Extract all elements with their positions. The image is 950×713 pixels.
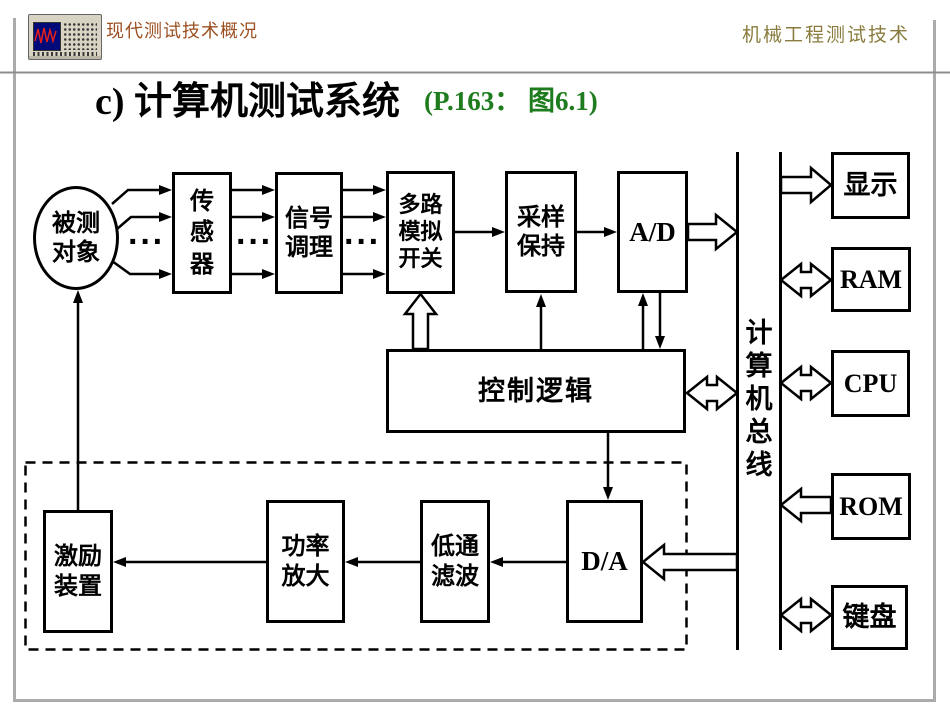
title-text: c) 计算机测试系统 <box>95 81 401 123</box>
page-title: c) 计算机测试系统 (P.163： 图6.1) <box>95 70 598 125</box>
hollow-arrow-control-bus-bidir <box>684 374 740 412</box>
computer-bus-lines <box>736 152 782 650</box>
arrow-exciter-to-object <box>73 290 83 510</box>
node-sensor: 传 感 器 <box>172 172 232 294</box>
arrow-control-to-dac <box>603 433 613 500</box>
node-adc: A/D <box>617 171 688 293</box>
arrow-signal-to-mux-3 <box>343 269 386 279</box>
node-rom: ROM <box>831 473 911 540</box>
arrow-lowpass-to-amp <box>345 557 420 567</box>
arrow-amp-to-exciter <box>113 557 266 567</box>
arrow-object-to-sensor-3 <box>111 259 172 279</box>
ellipsis-dots-2: ··· <box>236 223 273 261</box>
instrument-buttons <box>63 22 97 50</box>
node-display: 显示 <box>831 152 910 219</box>
arrow-control-to-adc <box>638 293 648 349</box>
node-cpu: CPU <box>831 350 910 417</box>
arrow-sensor-to-signal-3 <box>232 269 275 279</box>
arrow-object-to-sensor-1 <box>111 185 172 205</box>
hollow-arrow-ram-bus-bidir <box>778 261 834 299</box>
arrow-object-to-sensor-2 <box>116 212 172 230</box>
node-sample-hold: 采样 保持 <box>505 171 577 293</box>
instrument-icon <box>28 14 102 60</box>
node-ram: RAM <box>831 247 911 312</box>
hollow-arrow-control-to-mux <box>402 291 439 351</box>
arrow-signal-to-mux-2 <box>343 212 386 222</box>
hollow-arrow-adc-to-bus <box>686 212 739 252</box>
node-measured-object: 被测 对象 <box>33 186 119 290</box>
header-left-title: 现代测试技术概况 <box>106 21 258 41</box>
node-exciter: 激励 装置 <box>43 510 113 633</box>
node-dac: D/A <box>566 500 643 623</box>
arrow-sensor-to-signal-2 <box>232 212 275 222</box>
instrument-button-strip <box>33 52 97 56</box>
hollow-arrow-keyboard-bus-bidir <box>778 596 834 634</box>
title-page-ref: (P.163： 图6.1) <box>424 86 598 116</box>
node-power-amplifier: 功率 放大 <box>266 500 345 623</box>
slide-frame <box>13 18 936 702</box>
arrow-signal-to-mux-1 <box>343 185 386 195</box>
hollow-arrow-rom-to-bus <box>778 486 833 524</box>
signal-arrows <box>73 185 665 567</box>
instrument-screen <box>33 22 61 51</box>
computer-bus-label: 计 算 机 总 线 <box>745 318 773 480</box>
node-lowpass-filter: 低通 滤波 <box>420 500 490 623</box>
ellipsis-dots-3: ··· <box>344 223 381 261</box>
hollow-arrow-bus-to-display <box>779 165 833 205</box>
hollow-arrow-bus-to-dac <box>641 542 739 582</box>
arrow-sensor-to-signal-1 <box>232 185 275 195</box>
arrow-mux-to-samplehold <box>455 227 505 237</box>
arrow-adc-to-control <box>655 293 665 349</box>
node-signal-conditioning: 信号 调理 <box>275 172 343 294</box>
arrow-samplehold-to-adc <box>577 227 617 237</box>
header-right-title: 机械工程测试技术 <box>741 25 910 46</box>
node-keyboard: 键盘 <box>831 585 908 650</box>
arrow-control-to-samplehold <box>536 294 546 349</box>
bus-arrows <box>402 165 834 634</box>
waveform-icon <box>34 27 57 44</box>
node-multiplexer: 多路 模拟 开关 <box>386 171 455 294</box>
node-control-logic: 控制逻辑 <box>386 349 686 433</box>
ellipsis-dots-1: ··· <box>128 223 165 261</box>
hollow-arrow-cpu-bus-bidir <box>778 364 834 402</box>
arrow-dac-to-lowpass <box>490 557 566 567</box>
